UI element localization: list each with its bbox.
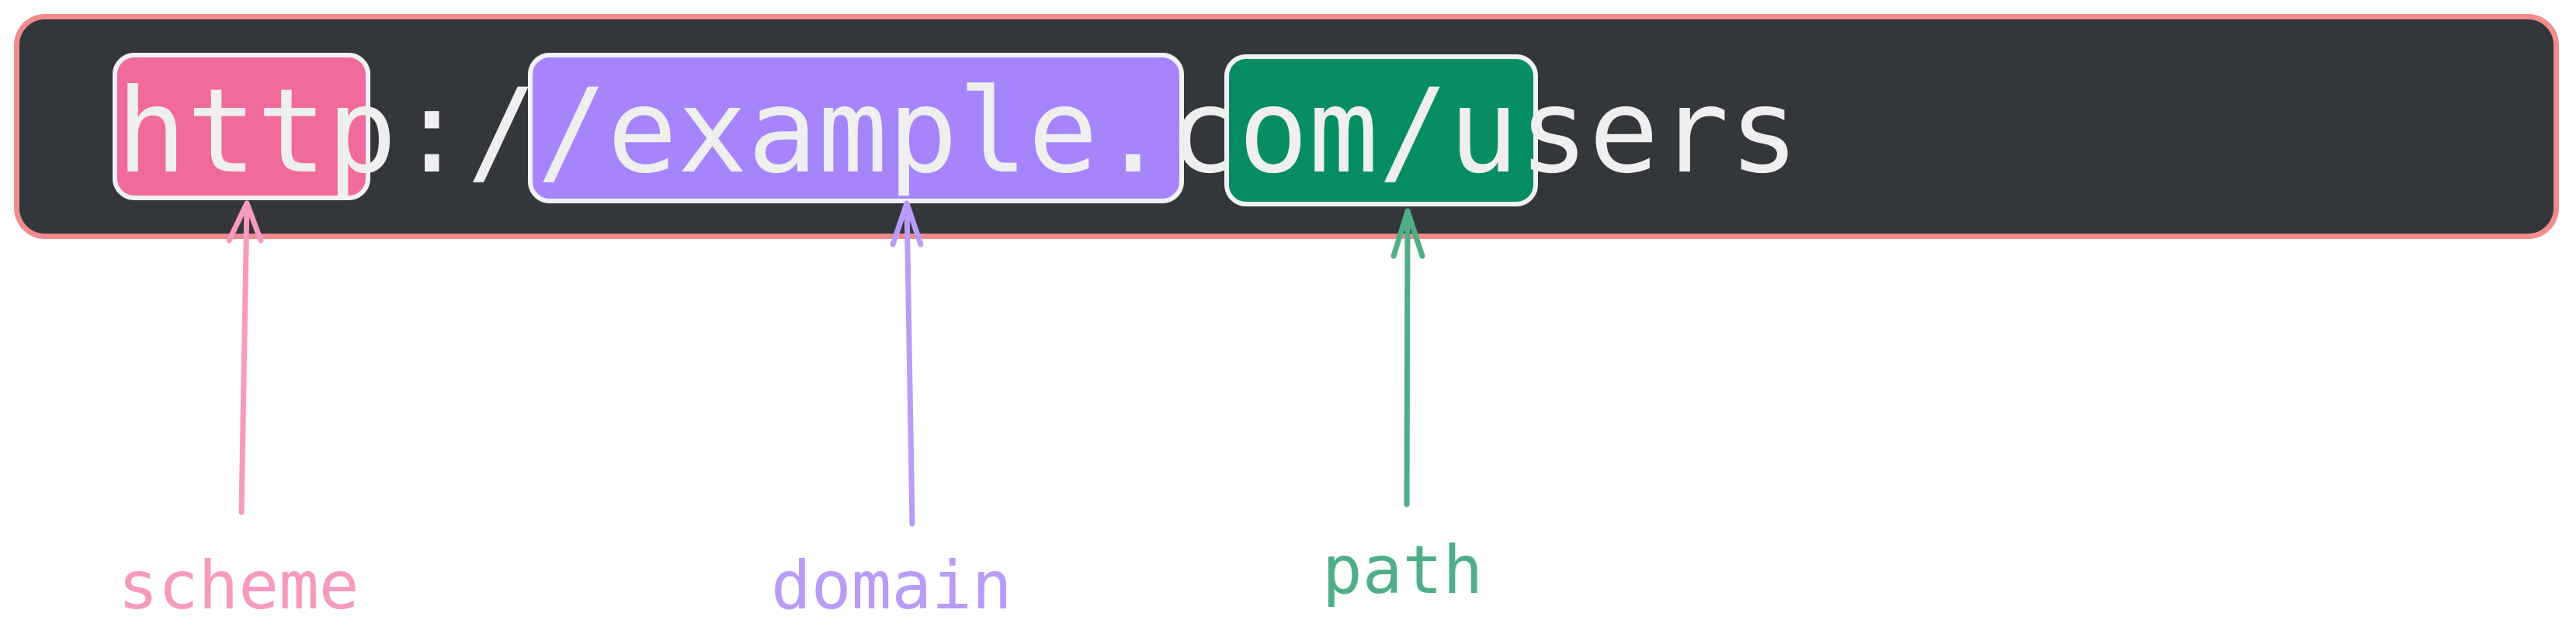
domain-highlight xyxy=(528,53,1184,203)
scheme-highlight xyxy=(113,53,370,200)
url-scheme: http xyxy=(116,64,398,199)
domain-arrow xyxy=(890,200,924,527)
url-path-separator: / xyxy=(1378,64,1449,199)
path-highlight xyxy=(1224,54,1538,206)
path-arrow xyxy=(1390,208,1425,508)
url-colon: : xyxy=(397,64,467,199)
scheme-arrow xyxy=(226,200,264,515)
url-text: http://example.com/users xyxy=(116,74,1799,190)
scheme-label: scheme xyxy=(118,547,359,625)
path-label: path xyxy=(1322,532,1484,609)
url-domain: example.com xyxy=(607,64,1379,199)
url-slashes: // xyxy=(467,64,608,199)
url-path: users xyxy=(1448,64,1800,199)
domain-label: domain xyxy=(771,547,1012,625)
